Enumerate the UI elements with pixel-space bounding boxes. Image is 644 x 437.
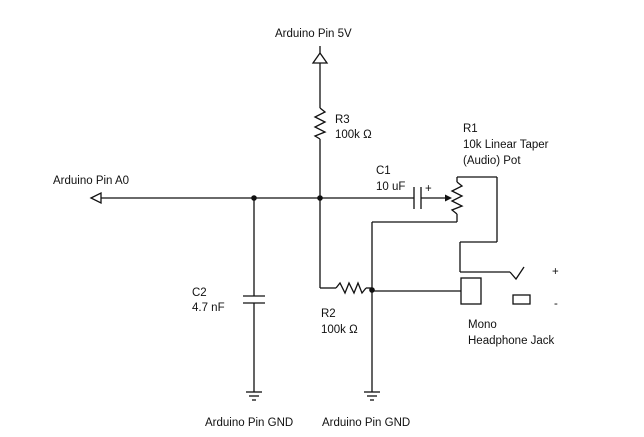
resistor-r3 <box>313 107 327 140</box>
label-c1-name: C1 <box>376 165 391 177</box>
label-pin-5v: Arduino Pin 5V <box>275 28 352 40</box>
resistor-r2 <box>335 281 367 295</box>
vcc-symbol <box>311 46 329 64</box>
label-r3-value: 100k Ω <box>335 129 372 141</box>
headphone-jack-symbol <box>460 266 531 305</box>
label-r1-desc-line1: 10k Linear Taper <box>463 139 549 151</box>
label-r1-name: R1 <box>463 123 478 135</box>
label-r2-value: 100k Ω <box>321 324 358 336</box>
label-c2-value: 4.7 nF <box>192 302 225 314</box>
label-c1-value: 10 uF <box>376 181 405 193</box>
label-jack-line1: Mono <box>468 319 497 331</box>
label-pin-gnd-left: Arduino Pin GND <box>205 417 293 429</box>
junction-r2-node <box>369 287 375 293</box>
label-pin-gnd-right: Arduino Pin GND <box>322 417 410 429</box>
ground-symbol-left <box>246 391 262 401</box>
label-jack-plus: + <box>552 266 559 278</box>
label-r2-name: R2 <box>321 308 336 320</box>
label-r3-name: R3 <box>335 114 350 126</box>
ground-symbol-right <box>364 391 380 401</box>
label-c2-name: C2 <box>192 287 207 299</box>
capacitor-c1 <box>413 187 422 209</box>
a0-arrow-symbol <box>89 191 102 205</box>
label-pin-a0: Arduino Pin A0 <box>53 175 129 187</box>
label-c1-polarity: + <box>425 183 432 195</box>
label-r1-desc-line2: (Audio) Pot <box>463 155 521 167</box>
potentiometer-r1 <box>450 181 464 215</box>
label-jack-minus: - <box>554 298 558 310</box>
capacitor-c2 <box>243 295 265 304</box>
label-jack-line2: Headphone Jack <box>468 335 555 347</box>
pot-wiper-arrow <box>445 194 452 202</box>
